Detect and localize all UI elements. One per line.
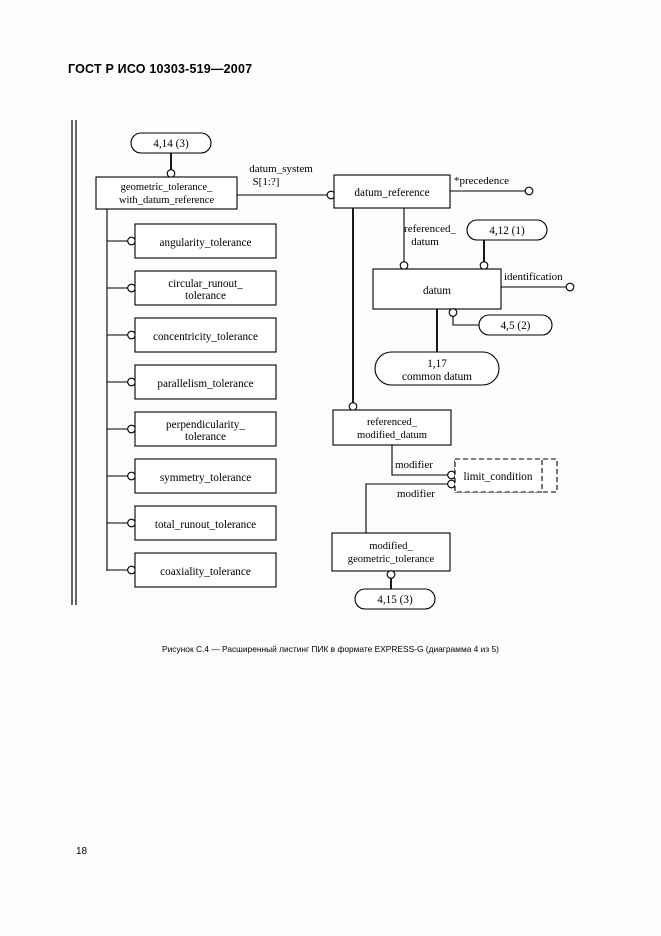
attr-precedence-label: *precedence	[454, 175, 509, 187]
page-ref-4-15: 4,15 (3)	[354, 570, 436, 610]
common-datum-line1: 1,17	[427, 358, 447, 370]
entity-mgt-line1: modified_	[369, 541, 413, 552]
attr-datum-system-line1: datum_system	[249, 163, 313, 175]
page-ref-4-15-label: 4,15 (3)	[377, 594, 413, 606]
page-ref-4-12-label: 4,12 (1)	[489, 225, 525, 237]
page-number: 18	[76, 846, 88, 857]
entity-gtwdr-line2: with_datum_reference	[119, 195, 215, 206]
entity-mgt-line2: geometric_tolerance	[348, 554, 435, 565]
entity-rmd-line1: referenced_	[367, 417, 418, 428]
subtype-coaxiality-tolerance: coaxiality_tolerance	[107, 552, 277, 588]
entity-gtwdr-line1: geometric_tolerance_	[121, 182, 213, 193]
subtype-symmetry-tolerance: symmetry_tolerance	[107, 458, 277, 494]
entity-referenced-modified-datum: referenced_ modified_datum	[332, 409, 452, 446]
attr-identification: identification	[501, 271, 575, 292]
attr-datum-system-line2: S[1:?]	[253, 176, 280, 188]
page-ref-4-5: 4,5 (2)	[448, 308, 553, 336]
entity-limit-condition: limit_condition	[454, 458, 558, 493]
relation-datum-system: datum_system S[1:?]	[237, 163, 336, 200]
figure-caption: Рисунок С.4 — Расширенный листинг ПИК в …	[162, 644, 499, 654]
relation-ref-modified-datum	[348, 208, 358, 411]
document-header: ГОСТ Р ИСО 10303-519—2007	[68, 62, 253, 76]
change-margin-bar	[71, 120, 77, 605]
entity-datum-reference-label: datum_reference	[354, 187, 429, 199]
express-g-diagram: 4,14 (3) geometric_tolerance_ with_datum…	[0, 100, 661, 645]
subtype-angularity-tolerance: angularity_tolerance	[107, 223, 277, 259]
ref-common-datum: 1,17 common datum	[374, 309, 500, 386]
subtype-4-line2: tolerance	[185, 431, 226, 443]
subtype-4-line1: perpendicularity_	[166, 419, 245, 431]
page-ref-4-12: 4,12 (1)	[466, 219, 548, 270]
attr-modifier-2-label: modifier	[397, 488, 435, 500]
subtype-total-runout-tolerance: total_runout_tolerance	[107, 505, 277, 541]
page-ref-4-14: 4,14 (3)	[130, 132, 212, 178]
subtype-7-line1: coaxiality_tolerance	[160, 566, 251, 578]
entity-geometric-tolerance-with-datum-reference: geometric_tolerance_ with_datum_referenc…	[95, 176, 238, 210]
subtype-6-line1: total_runout_tolerance	[155, 519, 256, 531]
attr-modifier-1-label: modifier	[395, 459, 433, 471]
entity-datum: datum	[372, 268, 502, 310]
entity-modified-geometric-tolerance: modified_ geometric_tolerance	[331, 532, 451, 572]
attr-referenced-datum-line2: datum	[411, 236, 439, 248]
entity-rmd-line2: modified_datum	[357, 430, 428, 441]
attr-modifier-2: modifier	[365, 479, 456, 533]
entity-limit-condition-label: limit_condition	[464, 471, 533, 483]
attr-referenced-datum: referenced_ datum	[399, 208, 456, 270]
subtype-concentricity-tolerance: concentricity_tolerance	[107, 317, 277, 353]
subtype-0-line1: angularity_tolerance	[160, 237, 252, 249]
subtype-parallelism-tolerance: parallelism_tolerance	[107, 364, 277, 400]
subtype-5-line1: symmetry_tolerance	[160, 472, 251, 484]
page-ref-4-5-label: 4,5 (2)	[501, 320, 531, 332]
subtype-2-line1: concentricity_tolerance	[153, 331, 258, 343]
subtype-1-line1: circular_runout_	[168, 278, 243, 290]
subtype-1-line2: tolerance	[185, 290, 226, 302]
entity-datum-label: datum	[423, 285, 451, 297]
attr-referenced-datum-line1: referenced_	[404, 223, 456, 235]
subtype-circular-runout-tolerance: circular_runout_ tolerance	[107, 270, 277, 306]
attr-precedence: *precedence	[450, 175, 534, 196]
subtype-perpendicularity-tolerance: perpendicularity_ tolerance	[107, 411, 277, 447]
entity-datum-reference: datum_reference	[333, 174, 451, 209]
common-datum-line2: common datum	[402, 371, 472, 383]
attr-identification-label: identification	[504, 271, 563, 283]
page-ref-4-14-label: 4,14 (3)	[153, 138, 189, 150]
attr-modifier-1: modifier	[391, 445, 456, 480]
subtype-3-line1: parallelism_tolerance	[157, 378, 253, 390]
